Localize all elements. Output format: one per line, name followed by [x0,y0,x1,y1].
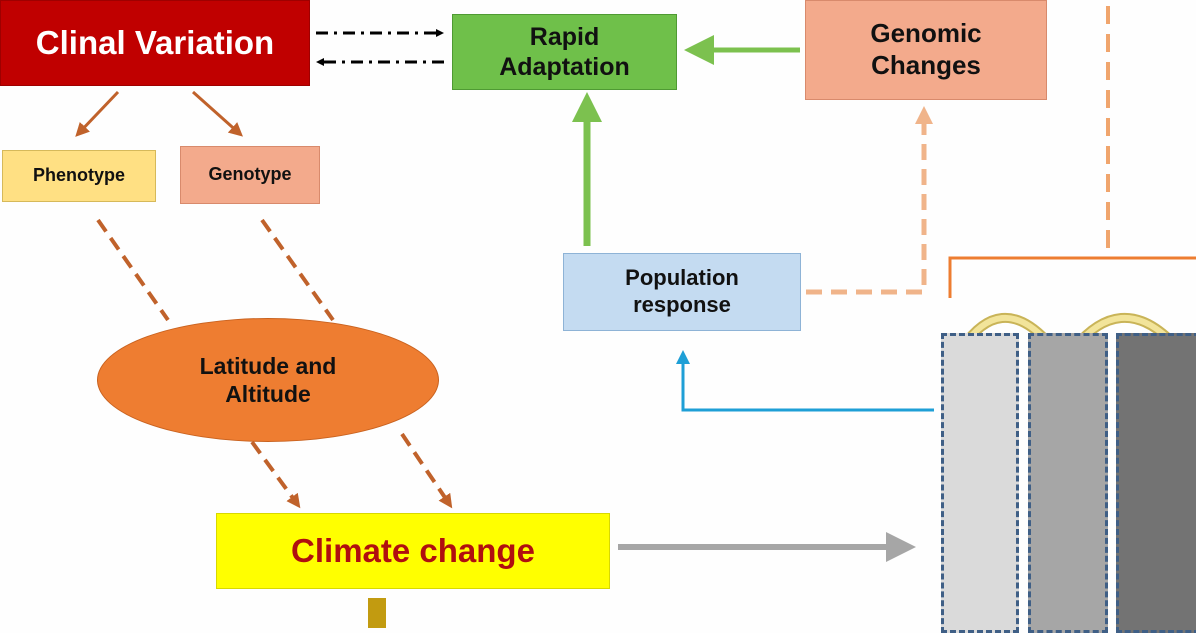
clinal-variation-label: Clinal Variation [35,23,275,61]
dash-phenotype-to-latitude [96,218,170,322]
climate-stem-bar [368,598,386,628]
population-response-box: Population response [563,253,801,331]
rapid-adaptation-label: Rapid Adaptation [499,22,630,82]
phenotype-box: Phenotype [2,150,156,202]
arrow-clinal-to-phenotype [75,90,120,137]
climate-change-label: Climate change [291,531,535,569]
genotype-box: Genotype [180,146,320,204]
time-column-2 [1028,333,1108,633]
genomic-changes-label: Genomic Changes [870,18,982,80]
arrow-latitude-to-climate-left [250,440,301,509]
climate-change-box: Climate change [216,513,610,589]
phenotype-label: Phenotype [32,165,125,186]
rapid-adaptation-box: Rapid Adaptation [452,14,677,90]
clinal-variation-box: Clinal Variation [0,0,310,86]
latitude-altitude-label: Latitude and Altitude [199,352,337,407]
arrow-columns-to-population [676,350,934,412]
latitude-altitude-ellipse: Latitude and Altitude [97,318,439,442]
population-response-label: Population response [625,265,739,317]
genomic-changes-box: Genomic Changes [805,0,1047,100]
arrow-clinal-to-genotype [192,90,243,137]
arrow-population-to-genomic [806,106,933,295]
dash-genotype-to-latitude [260,218,335,322]
time-column-1 [941,333,1019,633]
arrow-latitude-to-climate-right [400,432,453,509]
columns-bracket [948,256,1196,298]
genotype-label: Genotype [208,164,292,185]
time-column-3 [1116,333,1196,633]
